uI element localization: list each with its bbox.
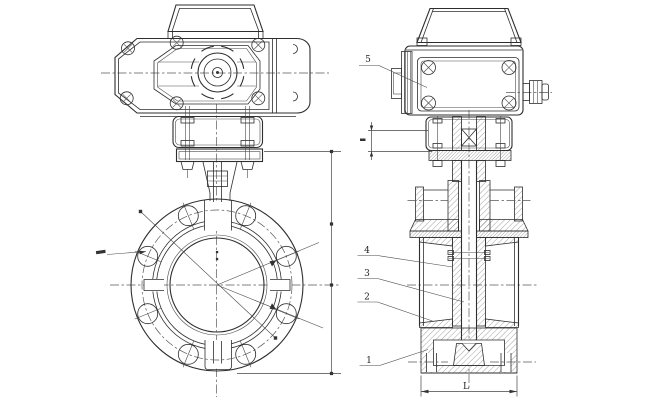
hub-slot-top: [204, 200, 232, 231]
screw-icon: [169, 35, 184, 50]
actuator-screws: [119, 35, 266, 111]
body-barrel-section: [418, 190, 520, 344]
svg-text:5: 5: [365, 55, 371, 65]
screw-icon: [251, 38, 266, 52]
nut: [495, 160, 506, 167]
screw-icon: [501, 60, 517, 75]
svg-text:1: 1: [366, 356, 372, 366]
screw-icon: [251, 91, 266, 106]
seat-notch-right: [270, 279, 291, 291]
mounting-plate: [175, 148, 264, 163]
bolt-hole: [272, 303, 300, 325]
svg-text:2: 2: [364, 293, 370, 303]
screw-icon: [169, 96, 184, 111]
bolt-nut: [240, 140, 255, 147]
bolt-nut: [240, 117, 255, 124]
screw-icon: [121, 41, 135, 56]
front-dimension-lines: [95, 209, 324, 340]
valve-flange-front: [95, 198, 324, 372]
part-callouts: 5 4 3 2 1: [357, 55, 465, 366]
screw-icon: [421, 95, 436, 111]
flange-bolt-holes: [134, 202, 300, 368]
nut: [432, 160, 443, 167]
screw-icon: [421, 60, 436, 75]
svg-text:4: 4: [364, 246, 370, 256]
part-callout-2: 2: [357, 293, 433, 322]
bolt-hole-callout: [95, 249, 147, 255]
actuator-top-cap-side: [416, 7, 522, 46]
side-section-view: L 5 4 3 2: [357, 7, 552, 397]
front-chain-dimension: [237, 149, 341, 376]
body-bottom-section: [408, 327, 536, 374]
bolt-hole: [177, 202, 199, 230]
side-cover-ribs: [391, 51, 413, 114]
bolt-circle: [141, 209, 293, 361]
svg-text:3: 3: [364, 269, 370, 279]
bolt-nut: [180, 117, 195, 124]
hex-nut: [180, 161, 195, 170]
gland-bolts: [447, 250, 491, 261]
actuator-top-cap: [167, 4, 264, 39]
mounting-bracket-side: [360, 116, 513, 167]
actuator-body-side: [391, 45, 552, 116]
bolt-hole: [134, 303, 162, 325]
bolt-hole: [235, 202, 257, 230]
bolt-hole: [134, 245, 162, 267]
stem-coupling-section: [461, 128, 477, 147]
front-view: [95, 4, 341, 397]
seat-notch-left: [143, 279, 164, 291]
bolt-hole: [177, 340, 199, 368]
actuator-body: [114, 37, 311, 114]
position-indicator: [190, 45, 245, 100]
part-callout-4: 4: [357, 246, 453, 268]
bore-circle: [169, 237, 265, 333]
dimension-L-label: L: [463, 382, 469, 392]
part-callout-1: 1: [359, 349, 429, 366]
dimension-L: L: [420, 375, 518, 397]
screw-icon: [119, 91, 134, 106]
part-callout-5: 5: [359, 55, 428, 88]
part-callout-3: 3: [357, 269, 465, 303]
stem-coupling: [207, 170, 228, 187]
flange-outer-circle: [130, 198, 304, 372]
bracket-height-dimension: [360, 122, 432, 160]
screw-icon: [501, 95, 517, 111]
mounting-plate-section: [428, 150, 512, 161]
cable-gland: [506, 80, 552, 104]
endcap-clip-top: [292, 44, 298, 54]
bolt-nut: [180, 140, 195, 147]
bolt-hole: [235, 340, 257, 368]
mounting-bracket-front: [140, 106, 296, 178]
hex-nut: [240, 161, 255, 170]
endcap-clip-bottom: [292, 91, 298, 102]
